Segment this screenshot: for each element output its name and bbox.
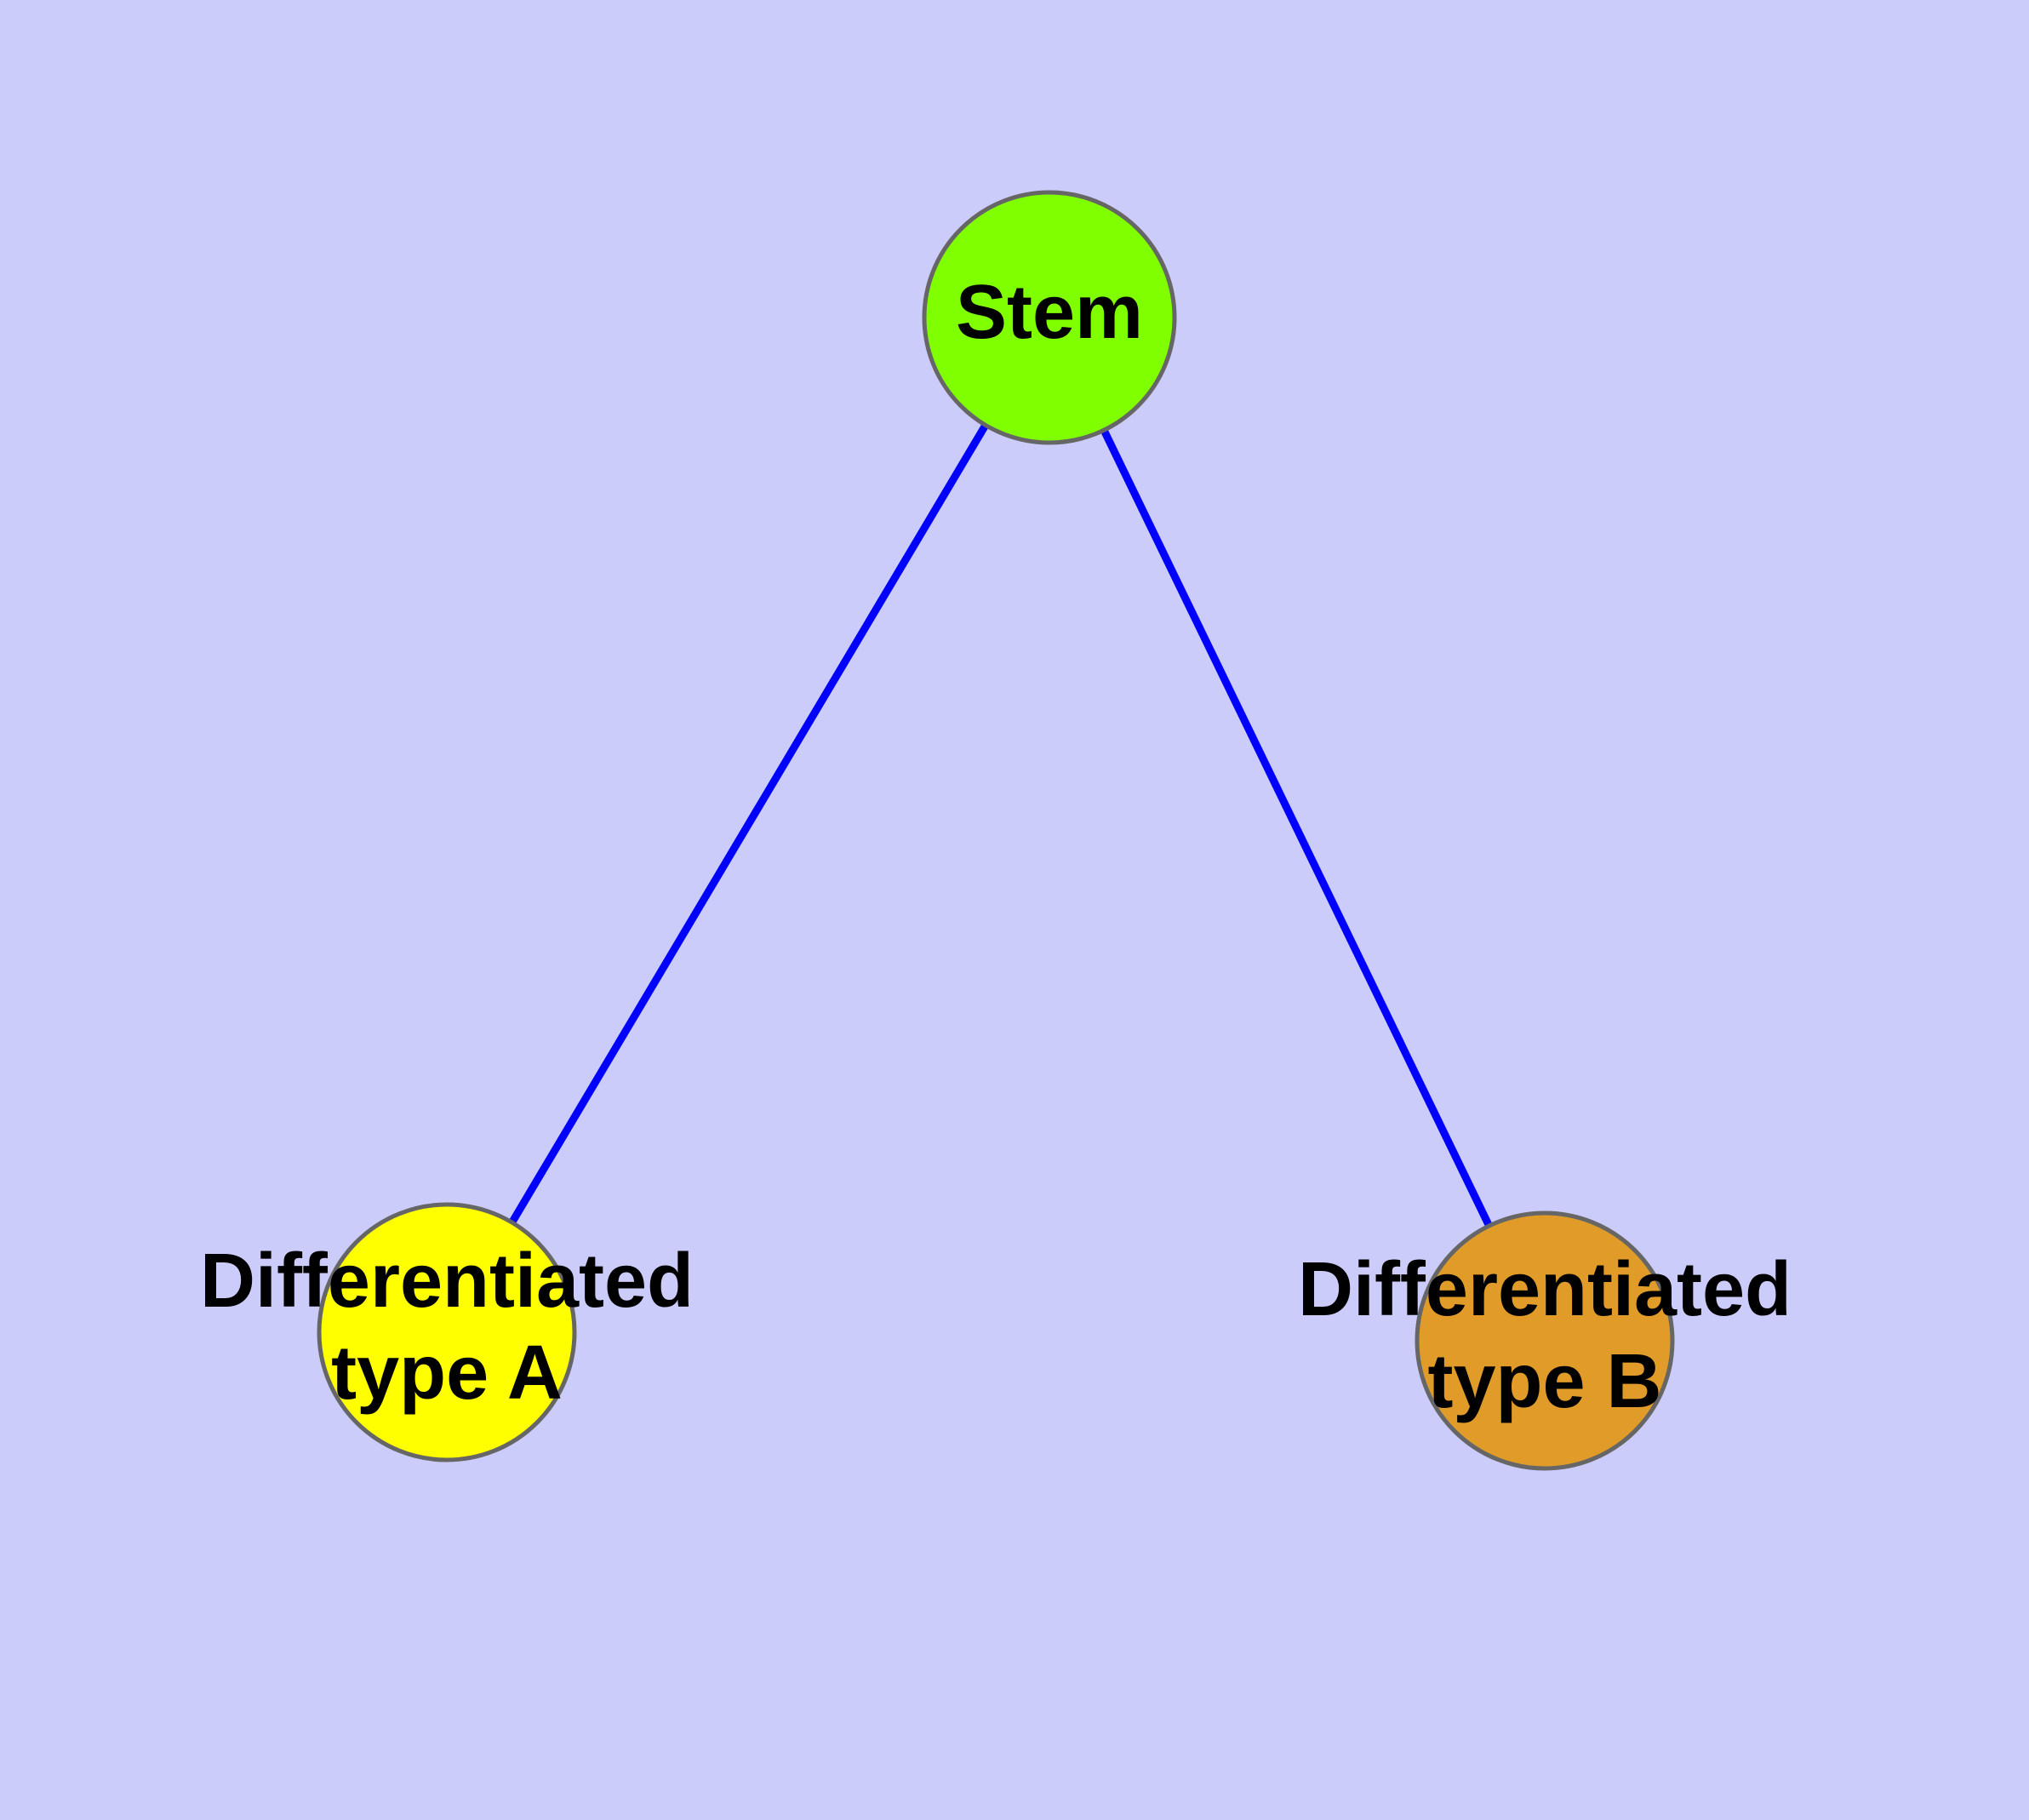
graph-node-label-line: Differentiated: [200, 1239, 694, 1324]
graph-node-diff_b[interactable]: [1415, 1210, 1675, 1471]
graph-edge-stem-diff_a[interactable]: [507, 421, 990, 1227]
edge-layer: [507, 421, 1494, 1229]
node-layer: [317, 190, 1675, 1471]
graph-node-diff_a[interactable]: [317, 1202, 577, 1462]
graph-edge-stem-diff_b[interactable]: [1100, 426, 1494, 1229]
graph-node-label-line: type A: [331, 1331, 563, 1416]
graph-node-label-stem: Stem: [956, 270, 1143, 355]
graph-node-label-line: type B: [1427, 1339, 1661, 1424]
graph-node-label-line: Stem: [956, 270, 1143, 355]
graph-node-stem[interactable]: [922, 190, 1177, 445]
graph-node-label-line: Differentiated: [1298, 1247, 1792, 1332]
